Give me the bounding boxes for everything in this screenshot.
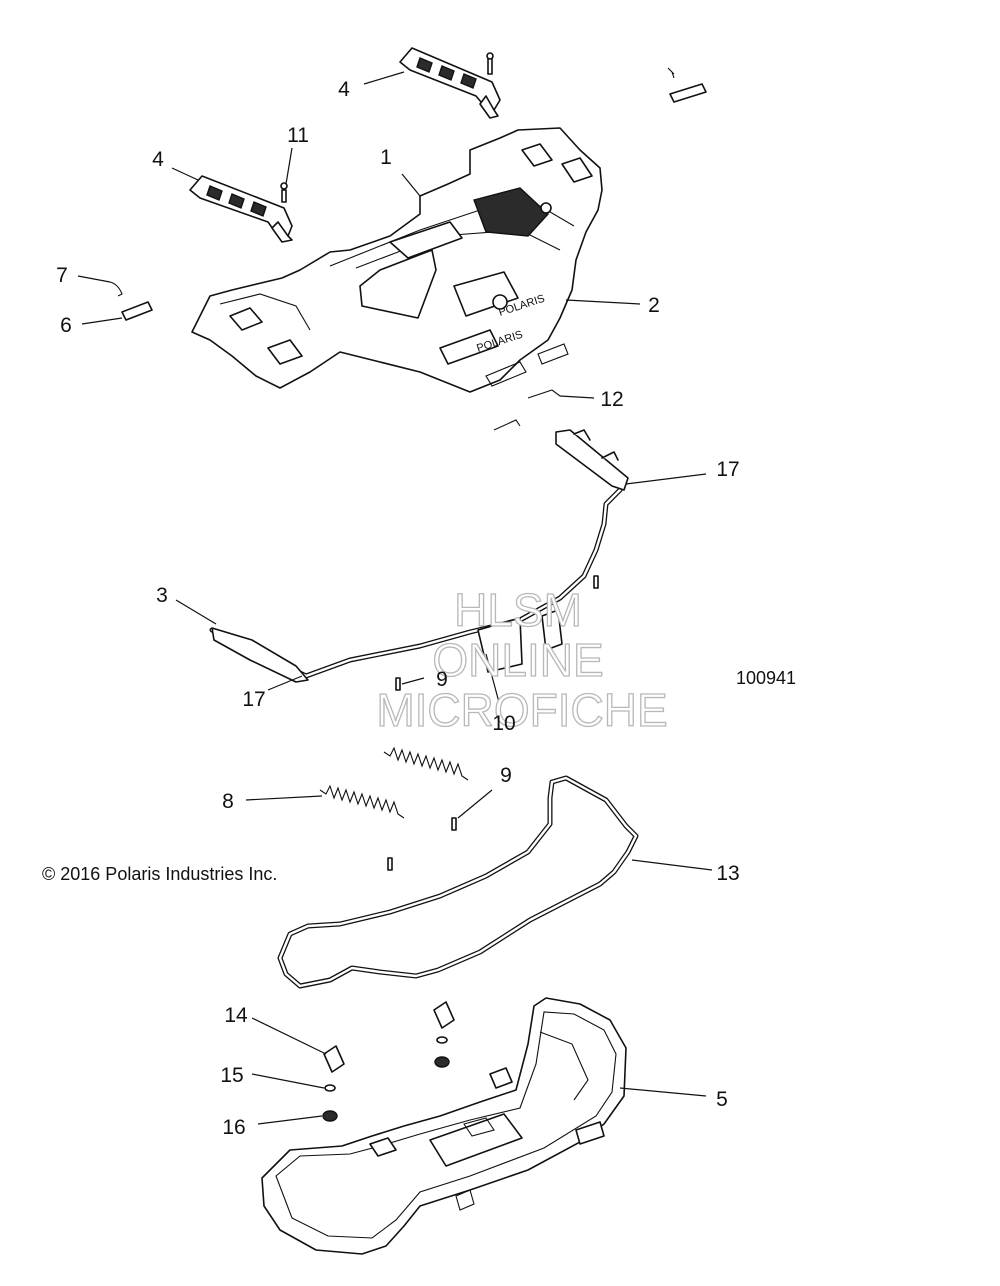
callout-4-left: 4 <box>152 148 164 171</box>
callout-7: 7 <box>56 264 68 287</box>
callout-1: 1 <box>380 146 392 169</box>
screw-upper <box>486 52 494 75</box>
washer-15 <box>324 1036 448 1092</box>
rack-bracket-upper <box>399 47 501 119</box>
pin-7 <box>109 281 123 297</box>
hex-key-12 <box>493 389 561 431</box>
watermark-line-2: ONLINE <box>432 634 603 686</box>
callout-15: 15 <box>220 1064 243 1087</box>
callout-9-upper: 9 <box>436 668 448 691</box>
callout-12: 12 <box>600 388 623 411</box>
leader-lines <box>77 71 713 1125</box>
callout-9-lower: 9 <box>500 764 512 787</box>
rack-bracket-left <box>189 175 293 243</box>
callout-numbers: 1 2 3 4 4 5 6 7 8 9 9 10 11 12 13 14 15 … <box>56 78 740 1139</box>
spring-8 <box>319 746 469 819</box>
latch-6 <box>121 301 153 321</box>
callout-16: 16 <box>222 1116 245 1139</box>
grab-rail-3 <box>209 429 629 683</box>
callout-17-right: 17 <box>716 458 739 481</box>
callout-11: 11 <box>287 124 309 147</box>
tube-frame-13 <box>277 775 639 989</box>
callout-5: 5 <box>716 1088 728 1111</box>
callout-17-left: 17 <box>242 688 265 711</box>
callout-6: 6 <box>60 314 72 337</box>
callout-8: 8 <box>222 790 234 813</box>
callout-3: 3 <box>156 584 168 607</box>
screw-9-lower <box>387 817 457 871</box>
callout-13: 13 <box>716 862 739 885</box>
watermark: HLSM ONLINE MICROFICHE <box>376 583 669 736</box>
callout-4-upper: 4 <box>338 78 350 101</box>
drawing-number: 100941 <box>736 668 796 688</box>
watermark-line-1: HLSM <box>454 584 582 636</box>
watermark-line-3: MICROFICHE <box>376 684 667 736</box>
rear-rack-fender: POLARIS POLARIS <box>191 127 603 393</box>
grommet-16 <box>322 1056 450 1122</box>
latch-clip-upper <box>667 67 707 103</box>
clip-14 <box>323 1001 455 1073</box>
callout-2: 2 <box>648 294 660 317</box>
callout-10: 10 <box>492 712 515 735</box>
callout-14: 14 <box>224 1004 248 1027</box>
storage-tub-5 <box>261 997 627 1255</box>
screw-9-upper <box>395 575 599 691</box>
copyright-notice: © 2016 Polaris Industries Inc. <box>42 864 277 884</box>
screw-11 <box>280 182 288 203</box>
